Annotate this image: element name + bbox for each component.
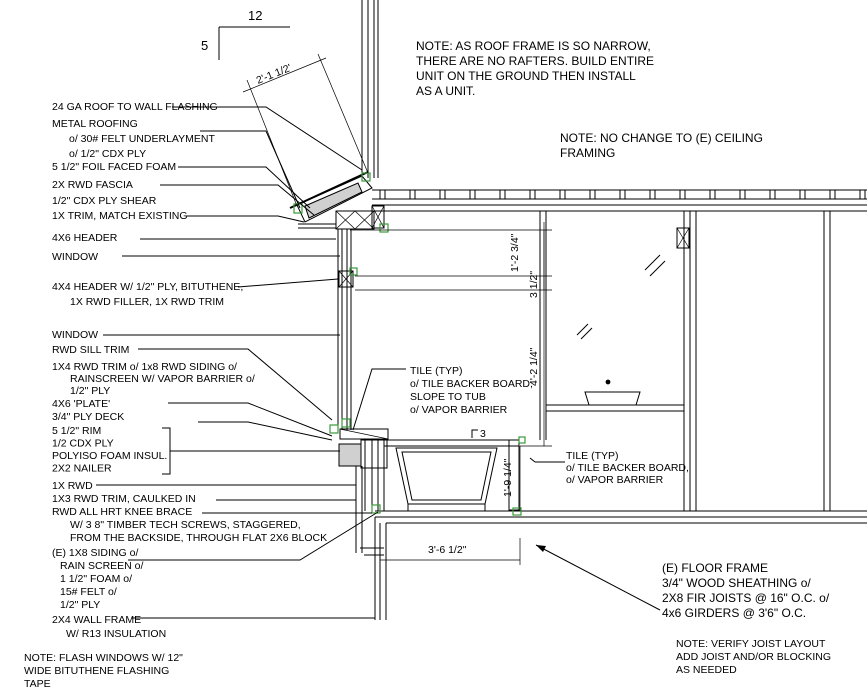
notes: NOTE: AS ROOF FRAME IS SO NARROW,THERE A… [24, 39, 831, 690]
component-label: METAL ROOFING [52, 118, 138, 130]
component-label: 1/2" PLY [70, 385, 110, 397]
roof-slope-indicator: 12 5 [201, 8, 290, 60]
roof-assembly: 2'-1 1/2' [242, 53, 373, 229]
component-label: W/ 3 8" TIMBER TECH SCREWS, STAGGERED, [70, 519, 301, 531]
component-label: 1 1/2" FOAM o/ [60, 573, 132, 585]
component-label: o/ 1/2" CDX PLY [69, 148, 146, 160]
component-label: FROM THE BACKSIDE, THROUGH FLAT 2X6 BLOC… [70, 532, 327, 544]
component-label: WINDOW [52, 329, 98, 341]
dim-d4: 1'-9 1/4" [502, 458, 514, 497]
note-tile-1: o/ TILE BACKER BOARD, [410, 378, 533, 390]
note-tile-1: SLOPE TO TUB [410, 391, 486, 403]
component-label: 1X3 RWD TRIM, CAULKED IN [52, 493, 196, 505]
note-tile-2: TILE (TYP) [566, 450, 619, 462]
component-label: 1/2" CDX PLY SHEAR [52, 195, 157, 207]
component-label: 1X TRIM, MATCH EXISTING [52, 210, 188, 222]
ceiling-joist [409, 189, 416, 200]
window-wall [337, 229, 358, 430]
component-label: RAINSCREEN W/ VAPOR BARRIER o/ [70, 373, 255, 385]
component-label: RWD ALL HRT KNEE BRACE [52, 506, 192, 518]
note-flash: WIDE BITUTHENE FLASHING [24, 665, 169, 677]
ceiling-joist [469, 189, 476, 200]
component-label: W/ R13 INSULATION [66, 628, 166, 640]
ceiling-joist [799, 189, 806, 200]
note-roof-frame: NOTE: AS ROOF FRAME IS SO NARROW, [416, 39, 651, 53]
note-flash: NOTE: FLASH WINDOWS W/ 12" [24, 652, 183, 664]
ceiling-joist [439, 189, 446, 200]
ceiling-joist [829, 189, 836, 200]
interior-partitions [539, 211, 831, 511]
note-tile-1: o/ VAPOR BARRIER [410, 404, 508, 416]
ceiling-joist [589, 189, 596, 200]
ceiling-joist-ticks [379, 189, 866, 200]
component-label: 2X RWD FASCIA [52, 179, 133, 191]
dim-fascia: 2'-1 1/2' [255, 62, 294, 87]
note-ceiling: NOTE: NO CHANGE TO (E) CEILING [560, 131, 763, 145]
component-label: 4X4 HEADER W/ 1/2" PLY, BITUTHENE, [52, 281, 243, 293]
upper-wall [361, 0, 379, 178]
component-label: 15# FELT o/ [60, 586, 117, 598]
ceiling-joist [619, 189, 626, 200]
component-label: RAIN SCREEN o/ [60, 560, 144, 572]
note-joist: ADD JOIST AND/OR BLOCKING [676, 651, 831, 663]
note-tile-1: TILE (TYP) [410, 365, 463, 377]
component-label: RWD SILL TRIM [52, 344, 129, 356]
note-ceiling: FRAMING [560, 146, 615, 160]
note-floor-frame: 4x6 GIRDERS @ 3'6" O.C. [662, 606, 806, 620]
slope-rise: 12 [248, 8, 262, 23]
note-roof-frame: THERE ARE NO RAFTERS. BUILD ENTIRE [416, 54, 654, 68]
component-label: o/ 30# FELT UNDERLAYMENT [69, 133, 215, 145]
component-label: 1/2 CDX PLY [52, 438, 114, 450]
note-floor-frame: 2X8 FIR JOISTS @ 16" O.C. o/ [662, 591, 830, 605]
component-label: POLYISO FOAM INSUL. [52, 450, 167, 462]
ceiling-joist [709, 189, 716, 200]
dim-d1: 1'-2 3/4" [509, 233, 521, 272]
note-floor-frame: 3/4" WOOD SHEATHING o/ [662, 576, 811, 590]
note-floor-frame: (E) FLOOR FRAME [662, 561, 768, 575]
leader-lines [96, 106, 661, 619]
component-label: 3/4" PLY DECK [52, 411, 124, 423]
note-flash: TAPE [24, 678, 51, 690]
ceiling-joist [769, 189, 776, 200]
ceiling-joist [559, 189, 566, 200]
rim-assembly [329, 418, 389, 514]
ceiling-joist [859, 189, 866, 200]
ceiling-joist [499, 189, 506, 200]
component-label: 5 1/2" FOIL FACED FOAM [52, 161, 176, 173]
component-label: WINDOW [52, 251, 98, 263]
component-label: 4X6 HEADER [52, 232, 118, 244]
dimension-chains: 1'-2 3/4" 3 1/2" 4'-2 1/4" 1'-9 1/4" 3'-… [350, 222, 552, 565]
component-label: 2X4 WALL FRAME [52, 614, 141, 626]
component-labels: 24 GA ROOF TO WALL FLASHING METAL ROOFING… [52, 101, 327, 640]
dim-d2: 3 1/2" [528, 271, 540, 298]
component-label: 5 1/2" RIM [52, 425, 101, 437]
floor-assembly [375, 510, 867, 524]
component-label: 24 GA ROOF TO WALL FLASHING [52, 101, 218, 113]
note-joist: NOTE: VERIFY JOIST LAYOUT [676, 638, 826, 650]
callout-number: 3 [480, 428, 486, 440]
component-label: 1X RWD FILLER, 1X RWD TRIM [70, 296, 224, 308]
header-4x6 [335, 205, 389, 233]
ceiling-joist [679, 189, 686, 200]
dim-d3: 4'-2 1/4" [528, 347, 540, 386]
ceiling-joist [649, 189, 656, 200]
ceiling-joist [529, 189, 536, 200]
note-tile-2: o/ TILE BACKER BOARD, [566, 462, 689, 474]
lower-wall [355, 466, 387, 620]
ceiling-joist [739, 189, 746, 200]
component-label: 1X RWD [52, 480, 93, 492]
dim-d5: 3'-6 1/2" [428, 544, 467, 556]
component-label: 1X4 RWD TRIM o/ 1x8 RWD SIDING o/ [52, 361, 237, 373]
slope-run: 5 [201, 38, 208, 53]
component-label: 4X6 'PLATE' [52, 398, 110, 410]
note-roof-frame: AS A UNIT. [416, 84, 475, 98]
note-tile-2: o/ VAPOR BARRIER [566, 474, 664, 486]
component-label: 2X2 NAILER [52, 463, 112, 475]
component-label: (E) 1X8 SIDING o/ [52, 547, 138, 559]
note-joist: AS NEEDED [676, 664, 737, 676]
note-roof-frame: UNIT ON THE GROUND THEN INSTALL [416, 69, 636, 83]
component-label: 1/2" PLY [60, 599, 100, 611]
ceiling-joist [379, 189, 386, 200]
